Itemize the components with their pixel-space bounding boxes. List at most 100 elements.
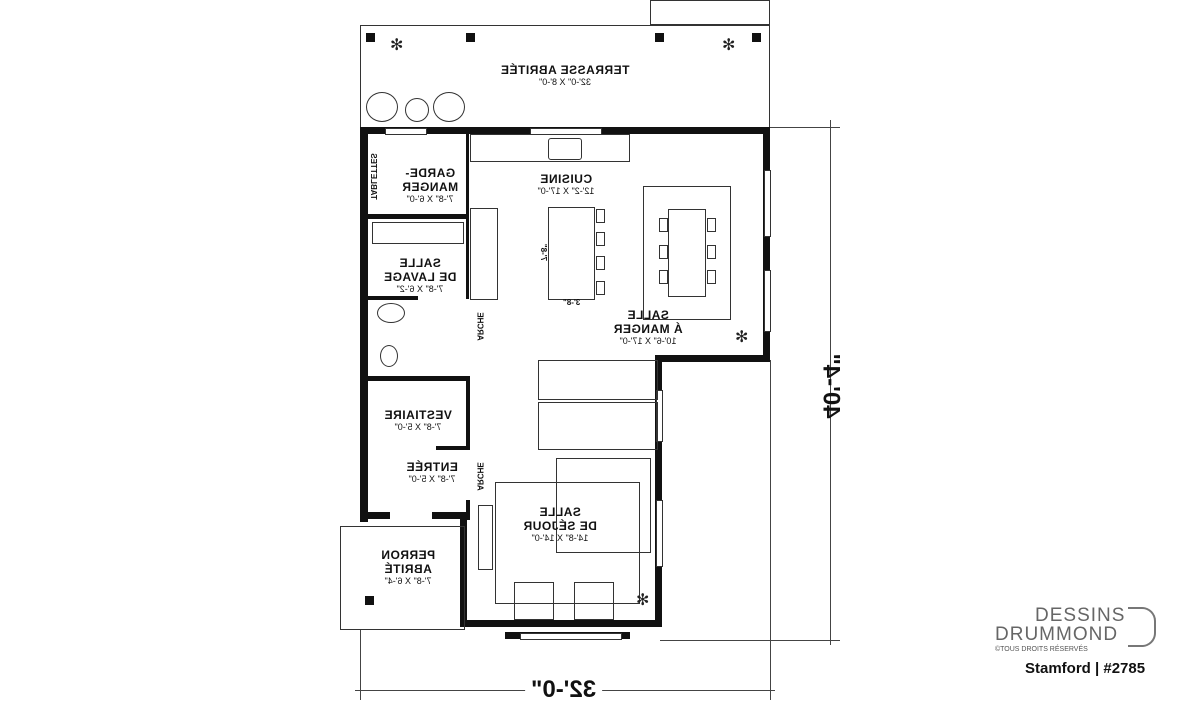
dimension-tick [360,630,361,700]
brand-copyright: ©TOUS DROITS RÉSERVÉS [995,646,1088,653]
brand-line2: DRUMMOND [995,624,1119,645]
window [764,270,771,332]
island-width-label: 3'-8" [563,298,581,307]
wall-right-upper [763,127,770,362]
room-size: 12'-2" X 17'-0" [537,186,595,196]
terrace-chair [433,92,465,122]
room-size: 7'-8" X 6'-4" [384,576,432,586]
wall-step [655,355,770,362]
room-label-salle-lavage: SALLE DE LAVAGE 7'-8" X 6'-2" [384,256,457,295]
wall-left [360,127,368,522]
room-name: PERRON [380,548,436,562]
wall-entry [432,512,467,519]
room-size: 7'-8" X 6'-0" [406,194,454,204]
terrace-chair [366,92,398,122]
terrace-post [655,33,664,42]
island-length-label: 7'-8" [539,243,549,262]
wall-bottom [465,620,662,627]
dining-chair [659,218,668,232]
wall-interior [436,446,470,450]
window [520,633,622,640]
wall-left-lower [460,512,467,627]
stool [596,209,605,223]
room-label-terrasse: TERRASSE ABRITÉE 32'-0" X 8'-0" [501,63,630,88]
dining-chair [707,245,716,259]
toilet [380,345,398,367]
wall-interior [368,376,468,381]
room-name: DE LAVAGE [383,270,457,284]
stairs [538,360,658,400]
dining-rug [643,186,731,320]
dining-chair [659,245,668,259]
kitchen-island [548,207,595,300]
porch-post [365,596,374,605]
terrace-post [366,33,375,42]
stool [596,281,605,295]
dining-table [668,209,706,297]
dimension-tick [770,360,771,700]
dimension-tick [770,127,840,128]
living-rug [495,482,640,604]
wall-interior [368,214,468,219]
wall-interior [466,134,469,299]
plant-icon: ✻ [390,37,404,54]
room-size: 32'-0" X 8'-0" [539,77,591,87]
terrace-steps [650,0,770,25]
plant-icon: ✻ [722,37,736,54]
room-size: 7'-8" X 5'-0" [408,474,456,484]
stairs [538,402,658,450]
dimension-tick [660,640,840,641]
stool [596,256,605,270]
room-size: 7'-8" X 5'-0" [394,422,442,432]
wall-entry [360,512,390,519]
dimension-line-depth [830,120,831,645]
room-label-entree: ENTRÉE 7'-8" X 5'-0" [406,460,458,485]
window [656,500,663,567]
room-name: CUISINE [539,172,593,186]
room-name: SALLE [627,308,669,322]
porch-outline [340,526,465,630]
wall-interior [466,376,470,448]
arche-label: ARCHE [475,312,485,341]
wall-right-lower [655,355,662,627]
plant-icon: ✻ [636,592,650,609]
room-name: VESTIAIRE [384,408,452,422]
room-size: 14'-8" X 14'-0" [531,533,589,543]
armchair [574,582,614,620]
depth-dimension-label: 40'-4" [817,353,845,419]
window [764,170,771,237]
dining-chair [659,270,668,284]
room-name: SALLE [399,256,441,270]
room-name: TERRASSE ABRITÉE [500,63,630,77]
plant-icon: ✻ [735,329,749,346]
dining-chair [707,270,716,284]
stool [596,232,605,246]
brand-mark-icon [1128,607,1156,647]
fireplace [478,505,493,570]
room-label-perron: PERRON ABRITÉ 7'-8" X 6'-4" [381,548,435,587]
room-label-salle-sejour: SALLE DE SÉJOUR 14'-8" X 14'-0" [523,505,597,544]
room-name: ABRITÉ [384,562,432,576]
brand-line1: DESSINS [1035,605,1126,626]
window [385,128,427,135]
width-dimension-label: 32'-0" [525,676,603,704]
wall-interior [466,500,470,520]
arche-label: ARCHE [475,462,485,491]
tablettes-label: TABLETTES [368,153,378,200]
terrace-post [466,33,475,42]
kitchen-counter [470,208,498,300]
dining-chair [707,218,716,232]
laundry-counter [372,222,464,244]
armchair [514,582,554,620]
room-size: 10'-6" X 17'-0" [619,336,677,346]
sofa [556,458,651,553]
room-label-vestiaire: VESTIAIRE 7'-8" X 5'-0" [384,408,452,433]
model-label: Stamford | #2785 [1025,660,1146,677]
room-label-cuisine: CUISINE 12'-2" X 17'-0" [538,172,595,197]
room-name: DE SÉJOUR [523,519,597,533]
bathroom-sink [377,303,405,323]
window [656,390,663,442]
room-label-garde-manger: GARDE- MANGER 7'-8" X 6'-0" [402,166,458,205]
room-name: GARDE- [404,166,456,180]
